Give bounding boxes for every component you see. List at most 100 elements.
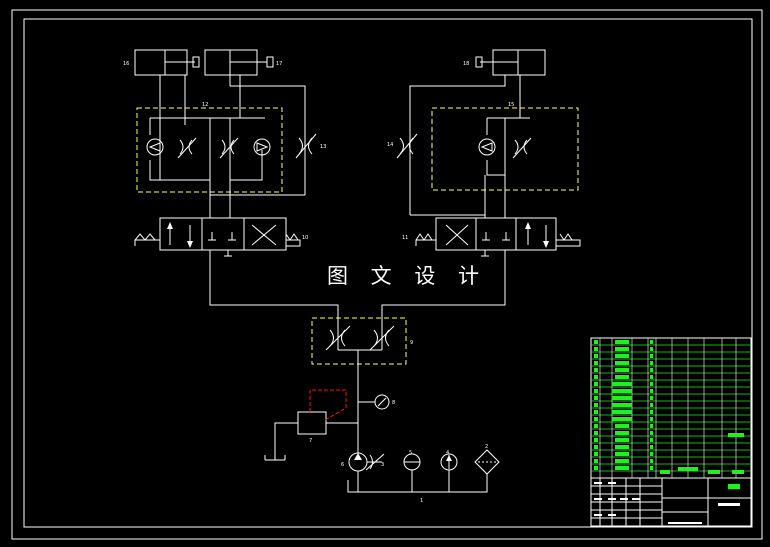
label-1: 1 bbox=[420, 498, 423, 504]
parts-list-index bbox=[594, 368, 598, 372]
valve-block-9 bbox=[325, 322, 395, 351]
parts-list-cell bbox=[615, 459, 629, 463]
label-7: 7 bbox=[309, 438, 312, 444]
title-block-field bbox=[594, 498, 602, 500]
parts-list-cell bbox=[615, 424, 629, 428]
title-block-name bbox=[718, 503, 740, 506]
title-block-field bbox=[632, 498, 640, 500]
parts-list-qty bbox=[650, 459, 653, 463]
parts-list-index bbox=[594, 375, 598, 379]
parts-list-index bbox=[594, 410, 598, 414]
parts-list-index bbox=[594, 389, 598, 393]
pump-6 bbox=[348, 452, 385, 472]
parts-list-footer-cell bbox=[708, 470, 720, 474]
parts-list-cell bbox=[615, 347, 629, 351]
left-lines bbox=[149, 75, 306, 218]
tank-line-1 bbox=[347, 474, 488, 493]
outer-border bbox=[11, 9, 763, 540]
parts-list-cell bbox=[615, 361, 629, 365]
parts-list-qty bbox=[650, 466, 653, 470]
pump-4 bbox=[440, 453, 458, 471]
parts-list-table bbox=[590, 337, 752, 479]
label-11: 11 bbox=[402, 235, 408, 241]
label-4: 4 bbox=[446, 450, 449, 456]
relief-valve-7 bbox=[264, 411, 358, 461]
label-3: 3 bbox=[381, 462, 384, 468]
label-15: 15 bbox=[508, 102, 514, 108]
parts-list-qty bbox=[650, 375, 653, 379]
label-14: 14 bbox=[387, 142, 393, 148]
label-18: 18 bbox=[463, 61, 469, 67]
tank-boundary bbox=[309, 389, 347, 421]
label-10: 10 bbox=[302, 235, 308, 241]
directional-valve-10 bbox=[134, 217, 301, 257]
parts-list-qty bbox=[650, 410, 653, 414]
title-block-field bbox=[594, 482, 602, 484]
parts-list-footer-cell bbox=[678, 467, 698, 471]
accumulator-5 bbox=[403, 453, 421, 471]
directional-valve-11 bbox=[415, 217, 581, 257]
parts-list-cell bbox=[612, 396, 632, 400]
parts-list-qty bbox=[650, 354, 653, 358]
parts-list-cell bbox=[612, 403, 632, 407]
label-2: 2 bbox=[485, 444, 488, 450]
parts-list-cell bbox=[612, 410, 632, 414]
parts-list-cell bbox=[615, 354, 629, 358]
filter-3 bbox=[474, 449, 500, 475]
right-lines bbox=[409, 75, 530, 218]
parts-list-cell bbox=[615, 375, 629, 379]
parts-list-index bbox=[594, 445, 598, 449]
parts-list-index bbox=[594, 403, 598, 407]
title-block-field bbox=[608, 514, 616, 516]
parts-list-index bbox=[594, 347, 598, 351]
left-throttle-a bbox=[177, 137, 197, 159]
parts-list-qty bbox=[650, 424, 653, 428]
title-block-field bbox=[608, 482, 616, 484]
parts-list-cell bbox=[615, 438, 629, 442]
parts-list-qty bbox=[650, 361, 653, 365]
parts-list-cell bbox=[615, 431, 629, 435]
parts-list-index bbox=[594, 466, 598, 470]
parts-list-index bbox=[594, 396, 598, 400]
throttle-valve-14 bbox=[396, 133, 418, 159]
title-block-field bbox=[608, 498, 616, 500]
parts-list-footer-cell bbox=[660, 470, 670, 474]
watermark-text: 图 文 设 计 bbox=[327, 264, 487, 288]
pressure-gauge-8 bbox=[358, 394, 390, 410]
parts-list-qty bbox=[650, 382, 653, 386]
parts-list-index bbox=[594, 431, 598, 435]
parts-list-index bbox=[594, 424, 598, 428]
line-right-to-valve-9 bbox=[381, 250, 506, 322]
cylinder-16 bbox=[134, 49, 200, 76]
label-6: 6 bbox=[341, 462, 344, 468]
line-left-to-valve-9 bbox=[209, 250, 339, 322]
title-block-company bbox=[668, 522, 702, 524]
valve-block-9-boundary bbox=[311, 317, 407, 365]
cylinder-18 bbox=[475, 49, 546, 76]
parts-list-qty bbox=[650, 389, 653, 393]
parts-list-index bbox=[594, 354, 598, 358]
parts-list-cell bbox=[612, 382, 632, 386]
label-8: 8 bbox=[392, 400, 395, 406]
parts-list-footer-cell bbox=[732, 470, 744, 474]
parts-list-qty bbox=[650, 368, 653, 372]
cylinder-17 bbox=[204, 49, 274, 76]
subassembly-12-boundary bbox=[136, 107, 283, 193]
parts-list-cell bbox=[612, 389, 632, 393]
parts-list-cell bbox=[615, 452, 629, 456]
parts-list-cell bbox=[615, 466, 629, 470]
parts-list-index bbox=[594, 382, 598, 386]
left-throttle-b bbox=[219, 137, 239, 159]
label-13: 13 bbox=[320, 144, 326, 150]
label-17: 17 bbox=[276, 61, 282, 67]
left-motor-a bbox=[146, 138, 164, 156]
parts-list-qty bbox=[650, 417, 653, 421]
label-16: 16 bbox=[123, 61, 129, 67]
title-block-field bbox=[620, 498, 628, 500]
parts-list-index bbox=[594, 452, 598, 456]
title-block-mark bbox=[728, 484, 740, 489]
left-motor-b bbox=[253, 138, 271, 156]
label-9: 9 bbox=[410, 340, 413, 346]
